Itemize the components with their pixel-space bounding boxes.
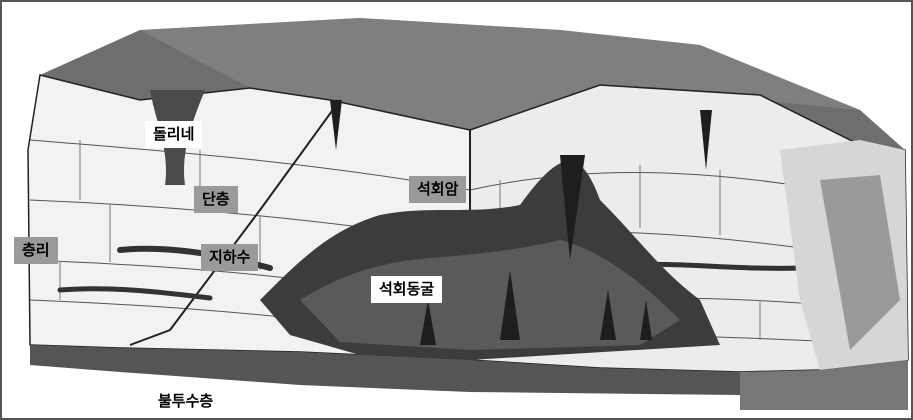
label-impermeable-layer: 불투수층 xyxy=(158,392,214,410)
label-groundwater: 지하수 xyxy=(201,244,259,271)
label-doline: 돌리네 xyxy=(145,121,203,148)
impermeable-layer-band xyxy=(30,345,740,395)
cave-interior xyxy=(300,240,680,350)
impermeable-layer-corner xyxy=(740,360,908,410)
groundwater-channel-lower xyxy=(57,286,213,301)
ground-surface-shade xyxy=(140,18,860,130)
label-fault: 단층 xyxy=(194,186,238,213)
label-limestone-cave: 석회동굴 xyxy=(371,276,443,303)
speleothems xyxy=(330,100,712,345)
label-limestone: 석회암 xyxy=(409,176,467,203)
label-bedding: 층리 xyxy=(14,237,58,264)
cliff-detail xyxy=(820,175,900,350)
